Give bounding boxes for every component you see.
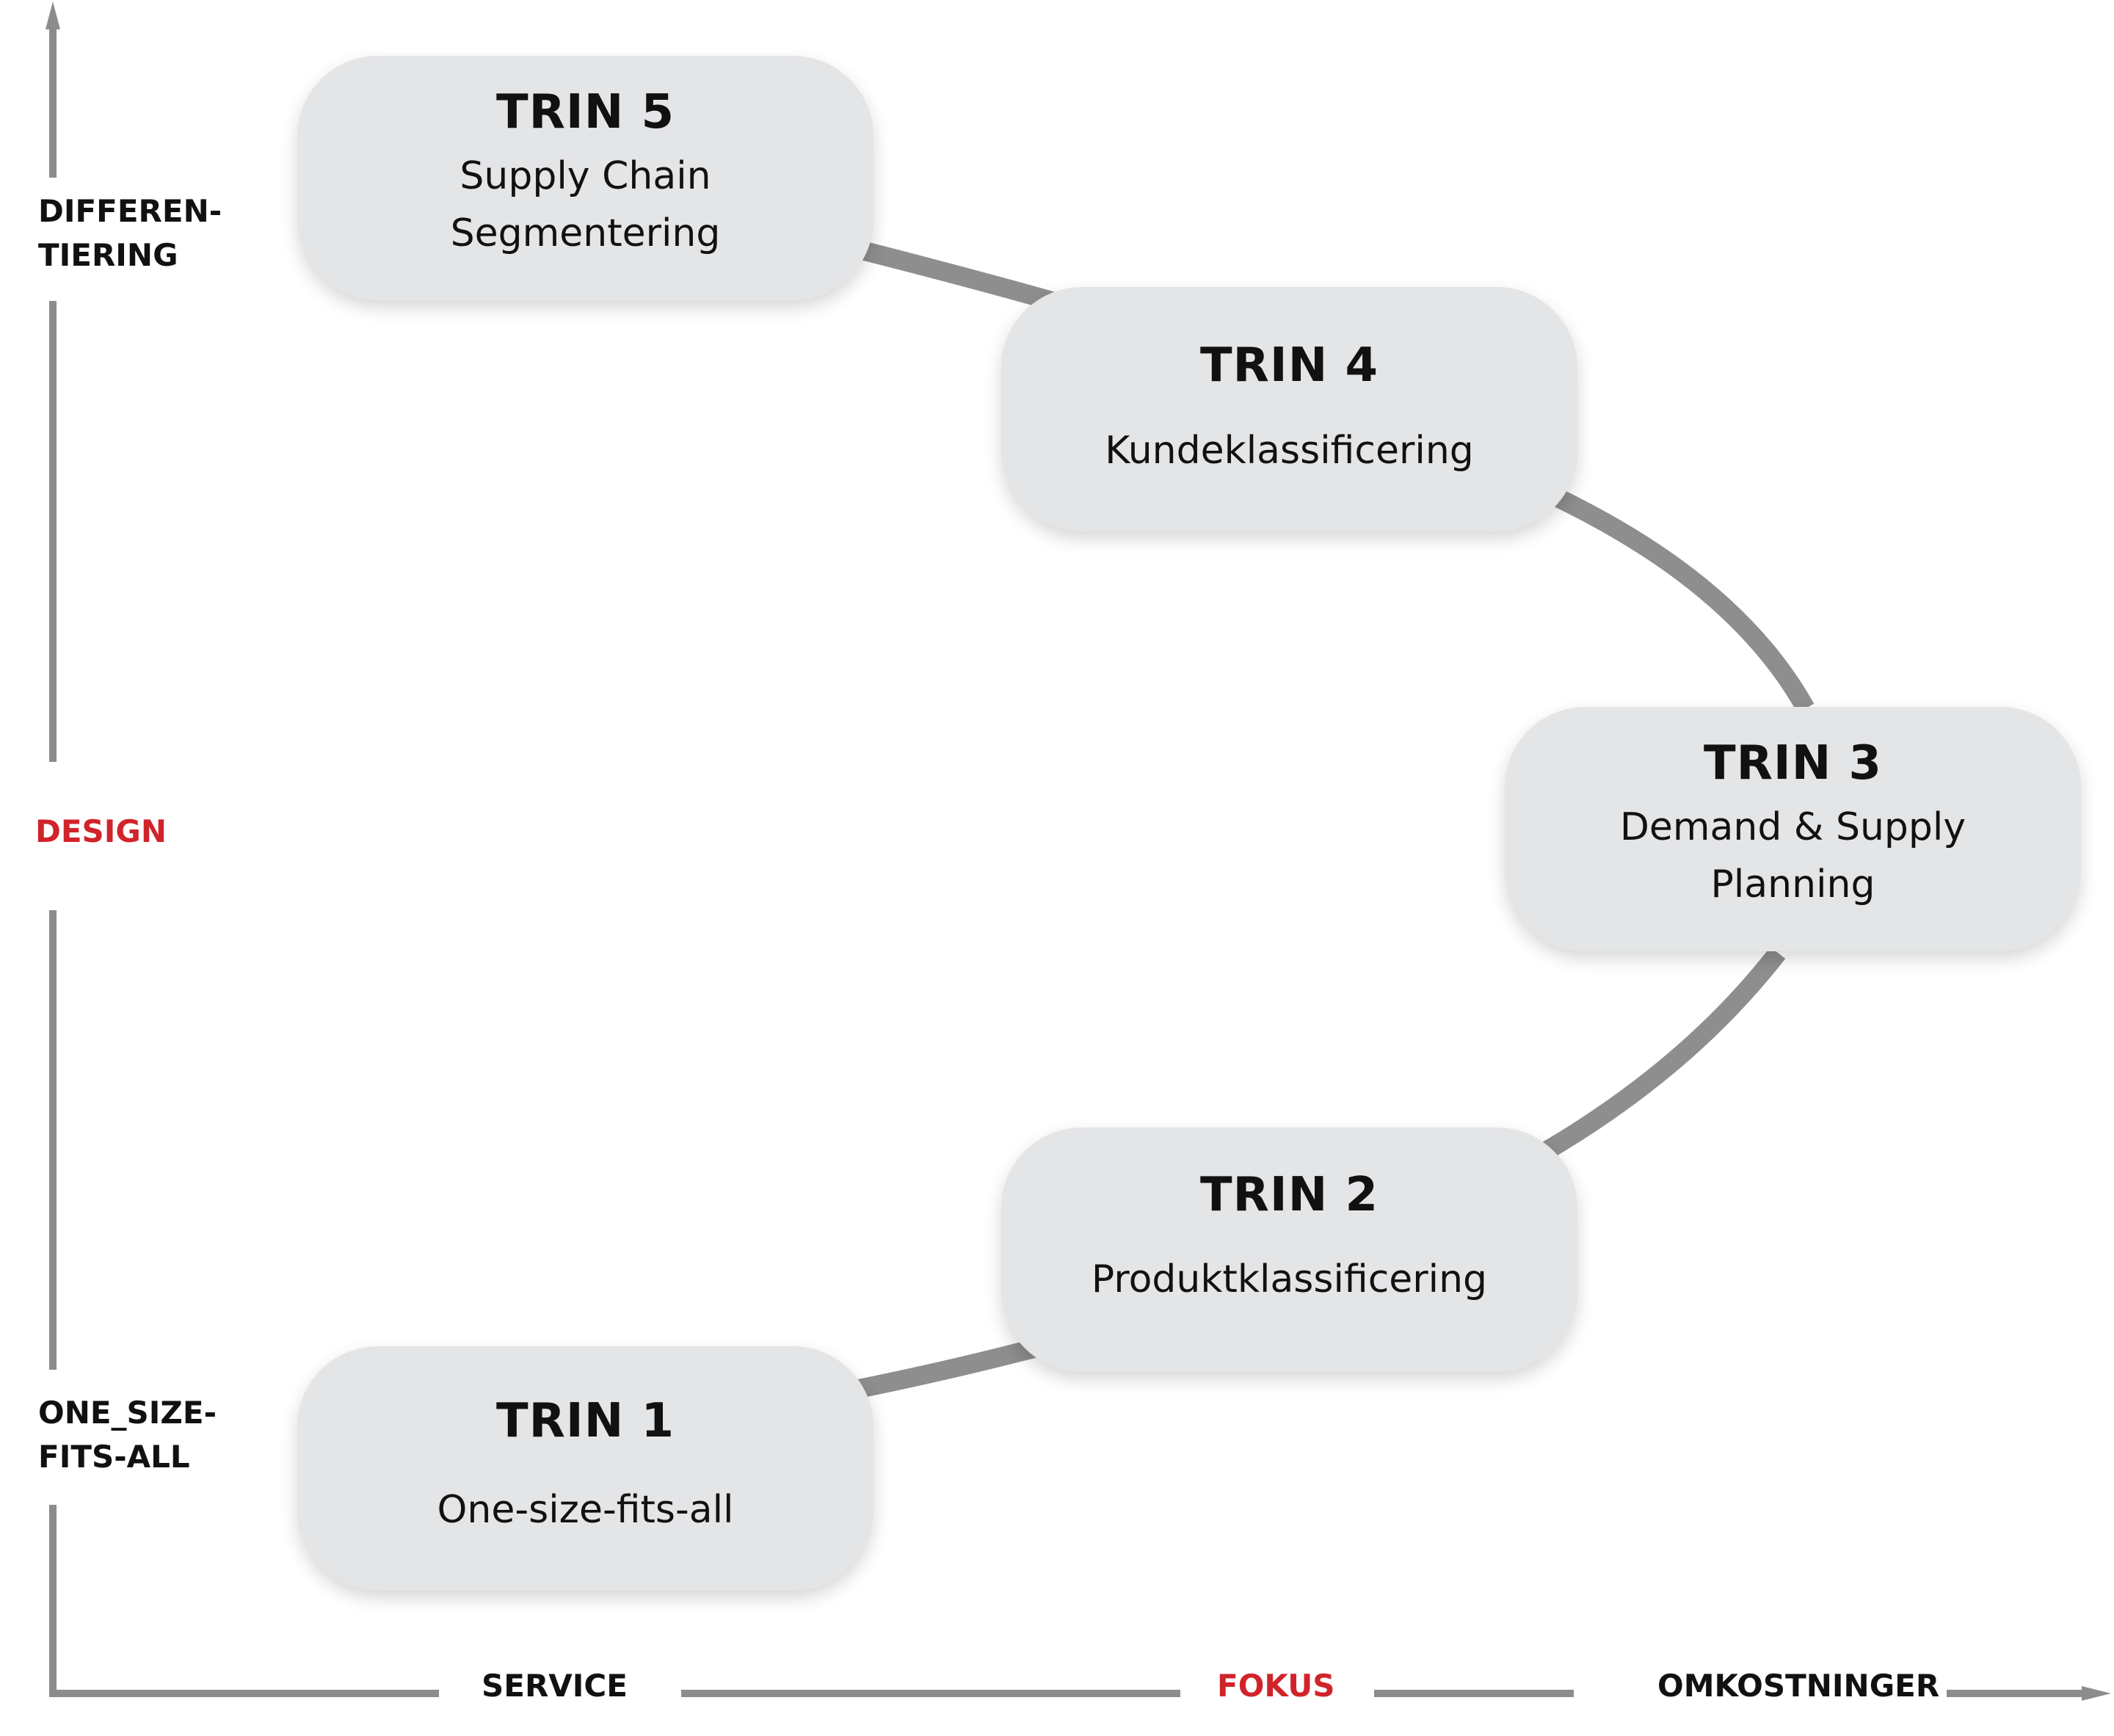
x-axis-left-label: SERVICE [482,1668,628,1704]
y-axis-bottom-label: ONE_SIZE- FITS-ALL [38,1395,217,1475]
y-axis-arrowhead [46,1,60,29]
step-description: Produktklassificering [1091,1257,1488,1301]
step-title: TRIN 5 [495,85,675,139]
connector-trin4-trin5 [856,240,1060,312]
x-axis-right-label: OMKOSTNINGER [1657,1668,1940,1704]
step-title: TRIN 1 [495,1394,675,1448]
connector-trin3-trin4 [1552,488,1815,713]
step-node-trin5: TRIN 5 Supply Chain Segmentering [297,56,873,300]
x-axis-middle-label: FOKUS [1217,1668,1335,1704]
step-title: TRIN 3 [1703,736,1883,791]
step-node-trin3: TRIN 3 Demand & Supply Planning [1505,707,2081,951]
connector-trin1-trin2 [853,1335,1051,1399]
step-title: TRIN 2 [1199,1168,1379,1222]
connector-trin2-trin3 [1539,947,1786,1161]
step-node-trin2: TRIN 2 Produktklassificering [1001,1127,1577,1372]
step-description: One-size-fits-all [437,1488,734,1532]
step-title: TRIN 4 [1199,338,1379,393]
step-description: Demand & Supply Planning [1619,805,1966,907]
step-node-trin1: TRIN 1 One-size-fits-all [297,1346,873,1591]
step-description: Kundeklassificering [1105,429,1474,473]
y-axis-middle-label: DESIGN [35,813,167,849]
y-axis-top-label: DIFFEREN- TIERING [38,193,222,273]
step-node-trin4: TRIN 4 Kundeklassificering [1001,287,1577,531]
x-axis-arrowhead [2082,1686,2111,1701]
step-connectors [853,240,1815,1399]
step-description: Supply Chain Segmentering [450,154,721,255]
